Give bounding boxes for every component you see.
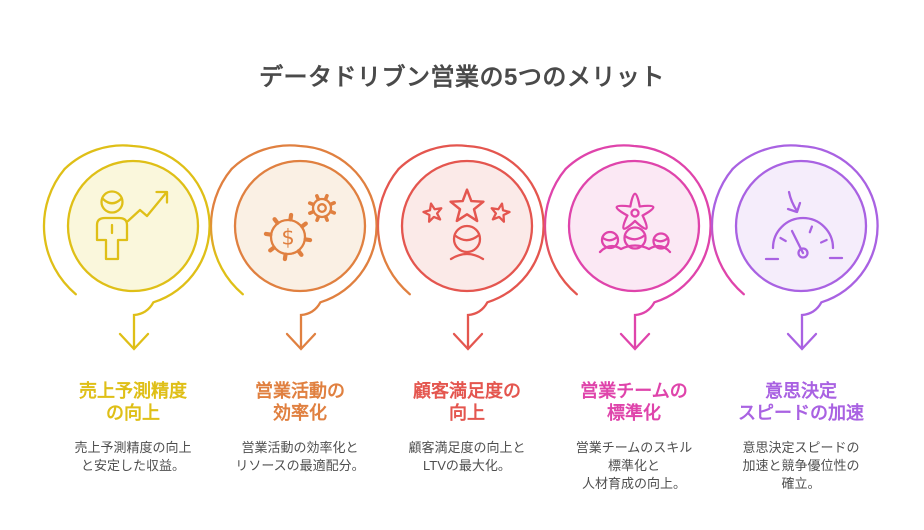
benefit-circle: [66, 159, 200, 293]
arrow-head: [619, 332, 651, 351]
benefit-graphic-efficiency: $: [209, 144, 378, 351]
stars-face-icon: [420, 188, 513, 261]
page-title: データドリブン営業の5つのメリット: [259, 64, 665, 91]
benefit-unit-decision-speed: 意思決定 スピードの加速 意思決定スピードの 加速と競争優位性の 確立。: [706, 0, 896, 530]
benefit-circle: [734, 159, 868, 293]
dollar-sign: $: [281, 226, 294, 250]
benefit-description: 顧客満足度の向上と LTVの最大化。: [408, 440, 526, 473]
benefit-unit-efficiency: $ 営業活動の 効率化 営業活動の効率化と リソースの最適配分。: [205, 0, 395, 530]
benefit-graphic-standardization: [543, 144, 712, 351]
benefit-unit-satisfaction: 顧客満足度の 向上 顧客満足度の向上と LTVの最大化。: [372, 0, 562, 530]
person-growth-icon: [95, 190, 169, 261]
arrow-head: [786, 332, 818, 351]
benefit-title: 意思決定 スピードの加速: [738, 381, 864, 423]
arrow-head: [452, 332, 484, 351]
benefit-description: 営業活動の効率化と リソースの最適配分。: [235, 440, 365, 473]
swirl-arrow-stem: [230, 144, 378, 350]
arrow-head: [118, 332, 150, 351]
benefit-unit-forecast: 売上予測精度 の向上 売上予測精度の向上 と安定した収益。: [38, 0, 228, 530]
gears-dollar-icon: $: [263, 193, 337, 262]
benefit-graphic-decision-speed: [710, 144, 879, 351]
arrow-head: [285, 332, 317, 351]
connector-tail-arc: [543, 167, 578, 296]
benefit-title: 営業活動の 効率化: [255, 381, 345, 423]
benefit-graphic-satisfaction: [376, 144, 545, 351]
connector-tail-arc: [42, 167, 77, 296]
benefit-title: 顧客満足度の 向上: [413, 381, 521, 423]
team-gear-icon: [598, 192, 672, 254]
swirl-arrow-stem: [564, 144, 712, 350]
benefit-title: 売上予測精度 の向上: [79, 381, 187, 423]
connector-tail-arc: [376, 167, 411, 296]
gauge-speed-icon: [764, 190, 844, 261]
benefit-description: 売上予測精度の向上 と安定した収益。: [74, 440, 192, 473]
benefit-graphic-forecast: [42, 144, 211, 351]
benefit-description: 意思決定スピードの 加速と競争優位性の 確立。: [742, 440, 860, 491]
benefit-unit-standardization: 営業チームの 標準化 営業チームのスキル 標準化と 人材育成の向上。: [539, 0, 729, 530]
connector-tail-arc: [209, 167, 244, 296]
benefit-description: 営業チームのスキル 標準化と 人材育成の向上。: [575, 440, 693, 491]
benefit-title: 営業チームの 標準化: [580, 381, 688, 423]
swirl-arrow-stem: [731, 144, 879, 350]
swirl-arrow-stem: [397, 144, 545, 350]
swirl-arrow-stem: [63, 144, 211, 350]
connector-tail-arc: [710, 167, 745, 296]
benefit-circle: [567, 159, 701, 293]
